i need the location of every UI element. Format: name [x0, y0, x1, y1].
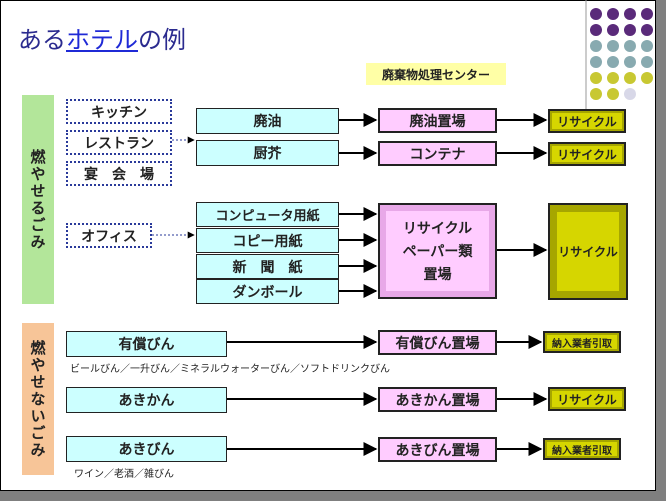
destination-recycle-cans: リサイクル — [548, 387, 626, 411]
material-empty-cans: あきかん — [66, 387, 227, 413]
storage-valuable-bottles-yard: 有償びん置場 — [378, 330, 497, 355]
decorative-dot — [624, 40, 636, 52]
material-empty-bottles: あきびん — [66, 436, 227, 462]
decorative-dot — [624, 72, 636, 84]
decorative-dot — [590, 8, 602, 20]
decorative-dot — [607, 56, 619, 68]
decorative-dot — [607, 8, 619, 20]
note-empty-bottles: ワイン／老酒／雑びん — [74, 469, 174, 480]
material-copy-paper: コピー用紙 — [196, 228, 339, 253]
decorative-dot — [641, 72, 653, 84]
material-cardboard: ダンボール — [196, 279, 339, 304]
category-burnable: 燃やせるごみ — [22, 95, 54, 304]
source-office: オフィス — [66, 223, 152, 248]
decorative-dot — [624, 24, 636, 36]
storage-paper-yard: リサイクル ペーパー類 置場 — [378, 203, 497, 299]
material-newspaper: 新 聞 紙 — [196, 254, 339, 279]
decorative-dot — [590, 40, 602, 52]
decorative-dot — [590, 24, 602, 36]
title-prefix: ある — [18, 26, 66, 54]
decorative-dot — [624, 88, 636, 100]
decorative-dot — [590, 56, 602, 68]
material-waste-oil: 廃油 — [196, 108, 339, 134]
decorative-dot — [590, 72, 602, 84]
destination-recycle-food: リサイクル — [548, 142, 626, 166]
destination-recycle-paper: リサイクル — [548, 203, 628, 300]
source-banquet-hall: 宴 会 場 — [66, 161, 172, 186]
paper-yard-line-2: ペーパー類 — [402, 244, 473, 260]
decorative-dot-pattern — [585, 0, 653, 110]
title-suffix: の例 — [138, 26, 186, 54]
storage-cans-yard: あきかん置場 — [378, 387, 497, 412]
storage-container: コンテナ — [378, 141, 497, 166]
storage-bottles-yard: あきびん置場 — [378, 437, 497, 462]
decorative-dot — [607, 24, 619, 36]
decorative-dot — [624, 8, 636, 20]
storage-waste-oil-yard: 廃油置場 — [378, 108, 497, 133]
material-food-waste: 厨芥 — [196, 140, 339, 166]
source-restaurant: レストラン — [66, 130, 172, 155]
destination-recycle-oil: リサイクル — [548, 109, 626, 133]
paper-yard-line-1: リサイクル — [402, 221, 473, 237]
source-kitchen: キッチン — [66, 99, 172, 124]
material-computer-paper: コンピュータ用紙 — [196, 202, 339, 227]
decorative-dot — [607, 72, 619, 84]
destination-contractor-bottles: 納入業者引取 — [543, 438, 621, 460]
decorative-dot — [607, 40, 619, 52]
title-highlight: ホテル — [66, 26, 138, 54]
waste-center-label: 廃棄物処理センター — [366, 63, 506, 85]
decorative-dot — [641, 8, 653, 20]
decorative-dot — [590, 88, 602, 100]
material-valuable-bottles: 有償びん — [66, 331, 227, 357]
note-valuable-bottles: ビールびん／一升びん／ミネラルウォーターびん／ソフトドリンクびん — [70, 364, 390, 375]
decorative-dot — [641, 40, 653, 52]
decorative-dot — [641, 24, 653, 36]
page-title: あるホテルの例 — [18, 20, 186, 55]
category-non-burnable: 燃やせないごみ — [22, 323, 54, 475]
decorative-dot — [624, 56, 636, 68]
paper-yard-line-3: 置場 — [423, 267, 452, 283]
destination-contractor-valuable-bottles: 納入業者引取 — [543, 331, 621, 353]
decorative-dot — [607, 88, 619, 100]
decorative-dot — [641, 56, 653, 68]
